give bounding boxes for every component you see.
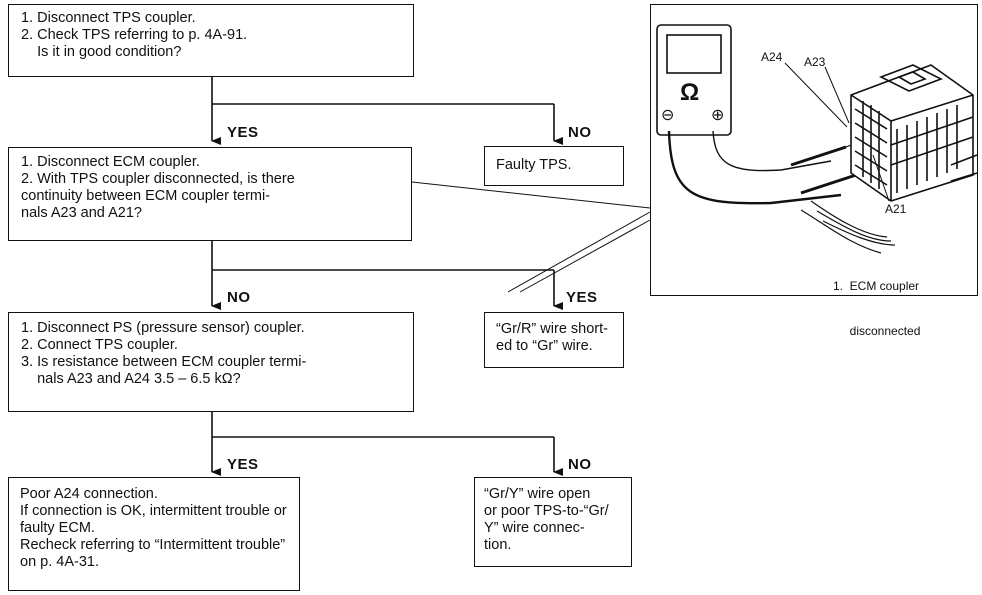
- result-text: If connection is OK, intermittent troubl…: [20, 503, 287, 519]
- leader-line-yes-a: [507, 211, 651, 293]
- step-line: 2. With TPS coupler disconnected, is the…: [21, 171, 295, 187]
- step-line: nals A23 and A24 3.5 – 6.5 kΩ?: [21, 371, 241, 387]
- step-line: 2. Connect TPS coupler.: [21, 337, 178, 353]
- result-box-poor-connection: Poor A24 connection. If connection is OK…: [8, 477, 300, 591]
- plus-terminal-icon: ⊕: [711, 107, 725, 124]
- result-box-wire-shorted: “Gr/R” wire short- ed to “Gr” wire.: [484, 312, 624, 368]
- branch-label-no: NO: [227, 289, 251, 306]
- step-box-check-continuity: 1. Disconnect ECM coupler. 2. With TPS c…: [8, 147, 412, 241]
- step-line: Is it in good condition?: [21, 44, 182, 60]
- result-text: Poor A24 connection.: [20, 486, 158, 502]
- terminal-label-a23: A23: [804, 55, 826, 69]
- minus-terminal-icon: ⊖: [661, 107, 675, 124]
- step-line: nals A23 and A21?: [21, 205, 142, 221]
- result-text: Recheck referring to “Intermittent troub…: [20, 537, 286, 553]
- result-text: or poor TPS-to-“Gr/: [484, 503, 609, 519]
- result-box-faulty-tps: Faulty TPS.: [484, 146, 624, 186]
- step-line: continuity between ECM coupler termi-: [21, 188, 271, 204]
- note-line: disconnected: [833, 324, 921, 338]
- result-text: Y” wire connec-: [484, 520, 585, 536]
- branch-label-yes: YES: [566, 289, 598, 306]
- step-box-check-tps: 1. Disconnect TPS coupler. 2. Check TPS …: [8, 4, 414, 77]
- result-text: tion.: [484, 537, 512, 553]
- result-text: faulty ECM.: [20, 520, 95, 536]
- branch-label-no: NO: [568, 456, 592, 473]
- result-text: Faulty TPS.: [496, 157, 572, 173]
- ohmmeter-coupler-drawing: [656, 24, 977, 254]
- step-line: 1. Disconnect PS (pressure sensor) coupl…: [21, 320, 305, 336]
- branch-label-no: NO: [568, 124, 592, 141]
- branch-label-yes: YES: [227, 456, 259, 473]
- illustration-note: 1. ECM coupler disconnected: [833, 249, 920, 369]
- terminal-label-a21: A21: [885, 202, 907, 216]
- step-line: 3. Is resistance between ECM coupler ter…: [21, 354, 307, 370]
- branch-label-yes: YES: [227, 124, 259, 141]
- leader-line-yes-b: [519, 219, 651, 293]
- leader-line-box2: [411, 181, 651, 209]
- terminal-label-a24: A24: [761, 50, 783, 64]
- result-text: ed to “Gr” wire.: [496, 338, 593, 354]
- result-text: “Gr/R” wire short-: [496, 321, 608, 337]
- note-line: 1. ECM coupler: [833, 279, 920, 293]
- step-box-check-resistance: 1. Disconnect PS (pressure sensor) coupl…: [8, 312, 414, 412]
- step-line: 1. Disconnect TPS coupler.: [21, 10, 196, 26]
- illustration-panel: Ω ⊖ ⊕ A24 A23 A21 1. ECM coupler disconn…: [650, 4, 978, 338]
- result-box-wire-open: “Gr/Y” wire open or poor TPS-to-“Gr/ Y” …: [474, 477, 632, 567]
- result-text: “Gr/Y” wire open: [484, 486, 591, 502]
- step-line: 2. Check TPS referring to p. 4A-91.: [21, 27, 248, 43]
- result-text: on p. 4A-31.: [20, 554, 99, 570]
- step-line: 1. Disconnect ECM coupler.: [21, 154, 200, 170]
- ohm-symbol-icon: Ω: [680, 79, 700, 106]
